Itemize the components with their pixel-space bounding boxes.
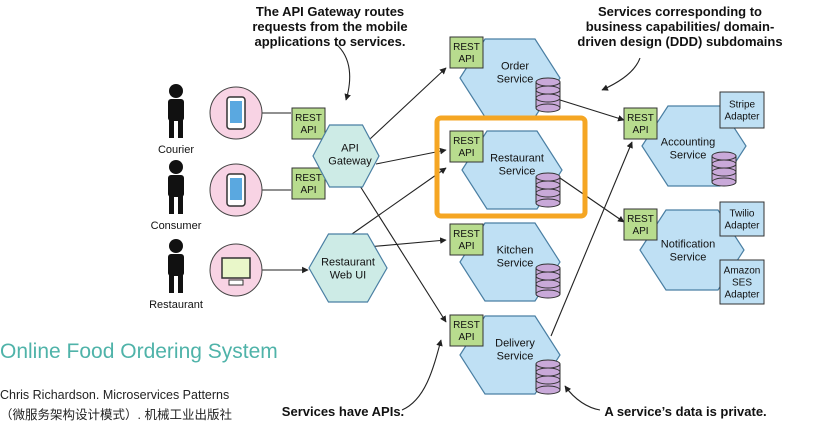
- delivery-rest-api: [449, 314, 484, 347]
- delivery-database-icon: [535, 359, 561, 395]
- kitchen-database-icon: [535, 263, 561, 299]
- gateway-order-arrow: [369, 67, 447, 140]
- person-icon-2: [168, 239, 184, 293]
- person-icon-0: [168, 84, 184, 138]
- delivery-accounting-arrow: [550, 141, 633, 337]
- smartphone-icon-0: [226, 96, 246, 130]
- gateway-api-bottom: [291, 167, 326, 200]
- order-accounting-arrow: [559, 99, 625, 122]
- client-label-1: Consumer: [151, 220, 202, 232]
- kitchen-rest-api: [449, 223, 484, 256]
- gateway-callout: The API Gateway routes requests from the…: [252, 4, 408, 49]
- restaurant-database-icon: [535, 172, 561, 208]
- services-callout-arrow: [601, 57, 641, 91]
- gateway-callout-arrow: [335, 43, 351, 101]
- citation-line-2: （微服务架构设计模式）. 机械工业出版社: [0, 408, 232, 422]
- private-data-callout: A service’s data is private.: [604, 404, 767, 419]
- stripe-adapter-box: [719, 91, 765, 129]
- person-icon-1: [168, 160, 184, 214]
- ses-adapter-box: [719, 259, 765, 305]
- delivery-service-hexagon: [459, 315, 561, 395]
- api-gateway-hexagon: [312, 124, 380, 188]
- restaurant-notification-arrow: [559, 177, 625, 223]
- gateway-restaurant-arrow: [375, 147, 447, 165]
- monitor-icon: [221, 257, 251, 286]
- services-callout: Services corresponding to business capab…: [577, 4, 783, 49]
- citation-line-1: Chris Richardson. Microservices Patterns: [0, 388, 230, 402]
- kitchen-service-hexagon: [459, 222, 561, 302]
- client-label-0: Courier: [158, 144, 194, 156]
- restaurant-highlight-box: [434, 115, 588, 219]
- webui-restaurant-arrow: [351, 167, 447, 235]
- notification-rest-api: [623, 208, 658, 241]
- private-callout-arrow: [564, 385, 601, 411]
- apis-callout: Services have APIs.: [281, 404, 405, 419]
- apis-callout-arrow: [401, 339, 443, 411]
- smartphone-icon-1: [226, 173, 246, 207]
- restaurant-rest-api: [449, 130, 484, 163]
- web-ui-hexagon: [308, 233, 388, 303]
- order-database-icon: [535, 77, 561, 113]
- page-title: Online Food Ordering System: [0, 340, 278, 363]
- client-label-2: Restaurant: [149, 299, 203, 311]
- accounting-rest-api: [623, 107, 658, 140]
- gateway-api-top: [291, 107, 326, 140]
- notification-service-hexagon: [639, 209, 745, 291]
- accounting-database-icon: [711, 151, 737, 187]
- twilio-adapter-box: [719, 201, 765, 237]
- gateway-delivery-arrow: [359, 185, 447, 323]
- order-rest-api: [449, 36, 484, 69]
